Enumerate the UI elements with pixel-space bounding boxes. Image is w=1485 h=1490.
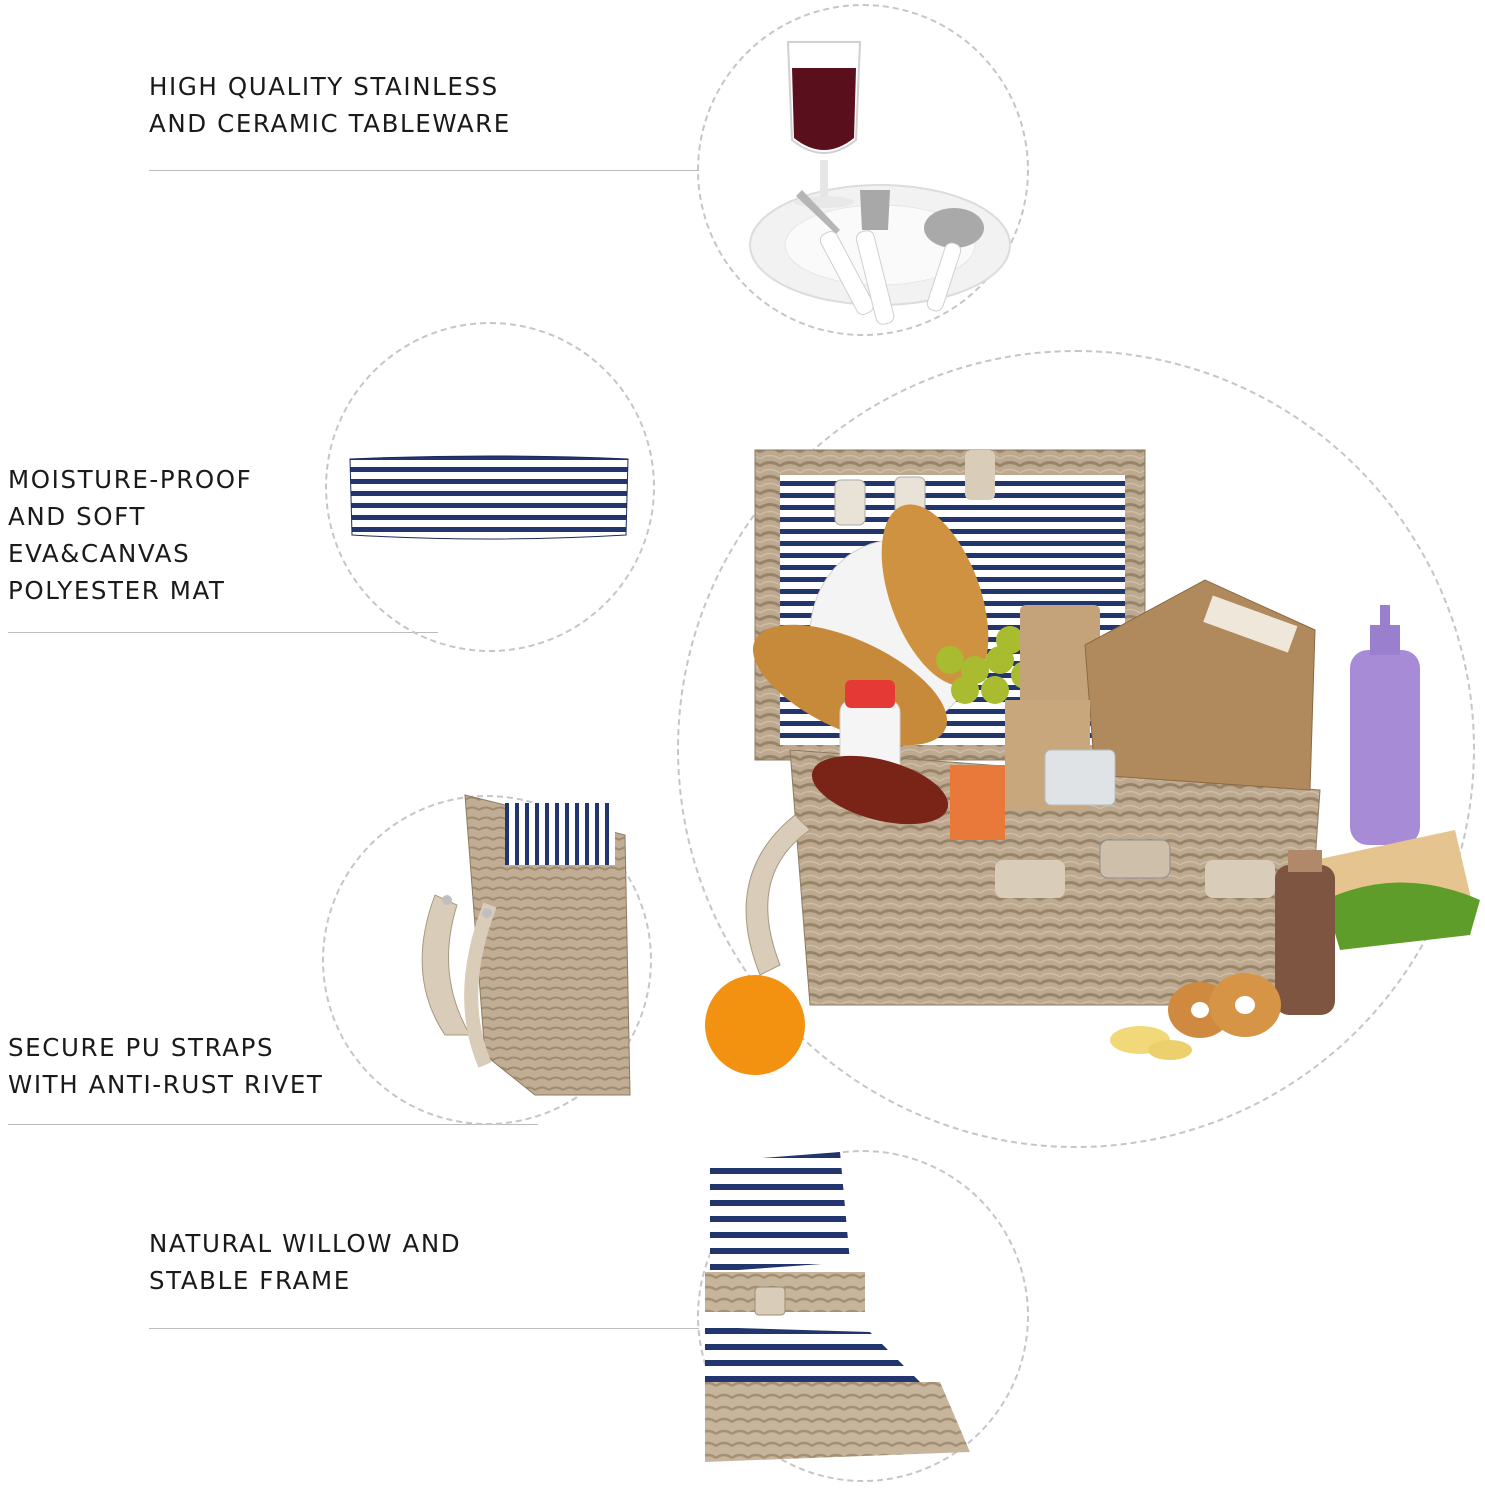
feature-label-line: SECURE PU STRAPS [8, 1033, 275, 1062]
feature-label-line: AND CERAMIC TABLEWARE [149, 109, 511, 138]
willow-frame-photo-icon [705, 1152, 970, 1462]
tableware-circle [697, 4, 1029, 336]
divider-rule [8, 1124, 538, 1125]
divider-rule [149, 170, 699, 171]
feature-label-tableware: HIGH QUALITY STAINLESS AND CERAMIC TABLE… [149, 68, 511, 142]
striped-mat-photo-icon [349, 455, 629, 540]
feature-label-line: STABLE FRAME [149, 1266, 351, 1295]
feature-label-line: NATURAL WILLOW AND [149, 1229, 462, 1258]
feature-label-mat: MOISTURE-PROOF AND SOFT EVA&CANVAS POLYE… [8, 461, 252, 609]
divider-rule [149, 1328, 699, 1329]
feature-label-line: HIGH QUALITY STAINLESS [149, 72, 499, 101]
mat-circle [325, 322, 655, 652]
feature-label-line: MOISTURE-PROOF [8, 465, 253, 494]
tableware-photo-icon [749, 41, 1011, 325]
feature-label-line: WITH ANTI-RUST RIVET [8, 1070, 324, 1099]
feature-label-line: POLYESTER MAT [8, 576, 226, 605]
hero-circle [677, 350, 1475, 1148]
feature-label-line: AND SOFT [8, 502, 147, 531]
feature-label-straps: SECURE PU STRAPS WITH ANTI-RUST RIVET [8, 1029, 323, 1103]
feature-label-line: EVA&CANVAS [8, 539, 191, 568]
picnic-basket-photo-icon [705, 449, 1480, 1075]
basket-straps-photo-icon [421, 794, 631, 1096]
feature-label-frame: NATURAL WILLOW AND STABLE FRAME [149, 1225, 461, 1299]
frame-circle [697, 1150, 1029, 1482]
divider-rule [8, 632, 438, 633]
straps-circle [322, 795, 652, 1125]
